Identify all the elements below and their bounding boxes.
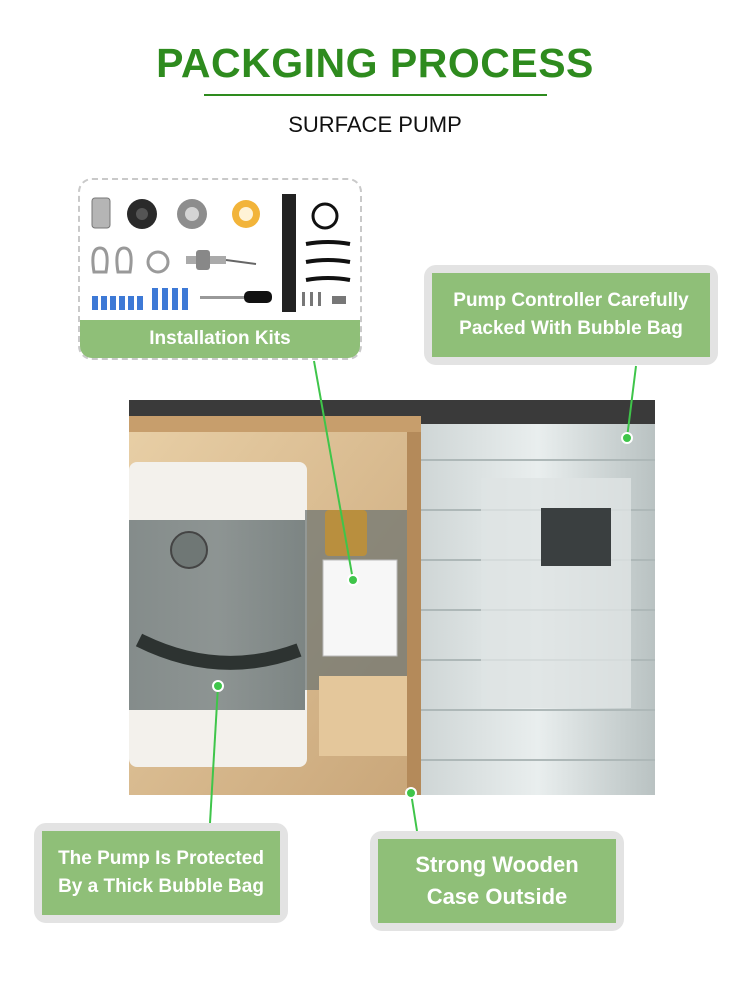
installation-kits-card: Installation Kits xyxy=(78,178,362,360)
kits-marker xyxy=(347,574,359,586)
packing-photo xyxy=(129,400,655,795)
title-underline xyxy=(204,94,547,96)
installation-kits-image xyxy=(91,194,351,312)
case-callout-line1: Strong Wooden xyxy=(415,852,579,878)
kits-connector-line xyxy=(313,360,354,581)
case-connector-line xyxy=(410,792,418,832)
packing-photo-illustration xyxy=(129,400,655,795)
pump-marker xyxy=(212,680,224,692)
controller-connector-line xyxy=(626,365,637,439)
case-callout: Strong Wooden Case Outside xyxy=(370,831,624,931)
page-subtitle: SURFACE PUMP xyxy=(288,112,462,137)
page-title: PACKGING PROCESS xyxy=(156,40,594,86)
case-callout-line2: Case Outside xyxy=(426,884,568,909)
case-marker xyxy=(405,787,417,799)
controller-callout-line1: Pump Controller Carefully xyxy=(453,290,689,312)
installation-kits-label: Installation Kits xyxy=(80,320,360,358)
pump-callout-line2: By a Thick Bubble Bag xyxy=(58,876,264,897)
pump-callout: The Pump Is Protected By a Thick Bubble … xyxy=(34,823,288,923)
controller-callout-line2: Packed With Bubble Bag xyxy=(459,318,683,339)
pump-callout-line1: The Pump Is Protected xyxy=(58,848,264,870)
controller-callout: Pump Controller Carefully Packed With Bu… xyxy=(424,265,718,365)
controller-marker xyxy=(621,432,633,444)
pump-connector-line xyxy=(209,685,219,824)
